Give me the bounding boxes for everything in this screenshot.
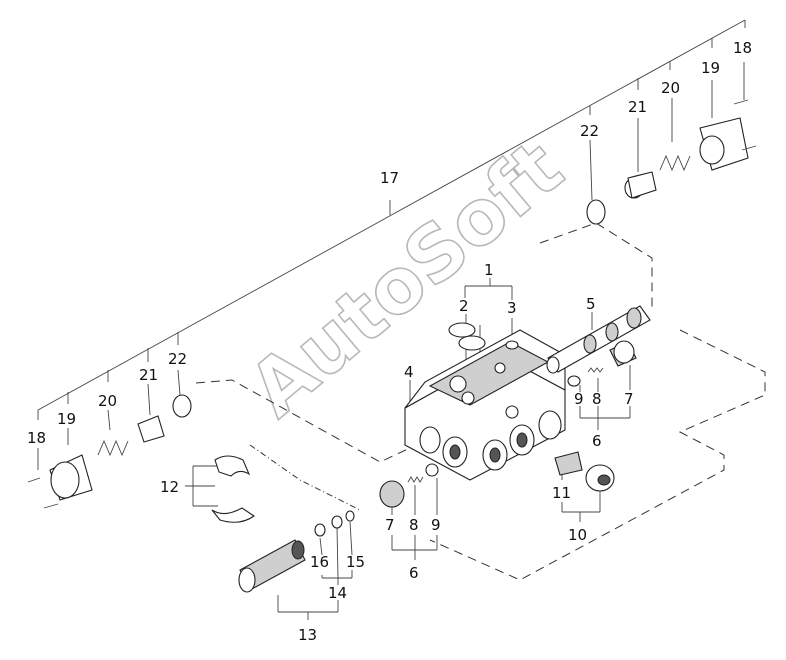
seal-2a	[448, 322, 476, 338]
label-18-right: 18	[733, 39, 752, 57]
label-17: 17	[380, 169, 399, 187]
label-19-right: 19	[701, 59, 720, 77]
check-valve-right	[567, 340, 637, 387]
label-20-right: 20	[661, 79, 680, 97]
label-22-left: 22	[168, 350, 187, 368]
leader-lines	[37, 19, 746, 620]
bracket-lower	[211, 507, 255, 523]
end-cap-right	[586, 99, 757, 225]
label-22-right: 22	[580, 122, 599, 140]
label-14: 14	[328, 584, 347, 602]
label-12: 12	[160, 478, 179, 496]
check-valve-lower	[379, 463, 439, 508]
label-2: 2	[459, 297, 469, 315]
label-19-left: 19	[57, 410, 76, 428]
label-6-lower: 6	[409, 564, 419, 582]
label-16: 16	[310, 553, 329, 571]
bracket-upper	[214, 455, 251, 477]
label-13: 13	[298, 626, 317, 644]
spool	[546, 305, 651, 374]
plug-assembly	[554, 451, 615, 492]
label-3: 3	[507, 299, 517, 317]
relief-valve	[238, 510, 355, 593]
callout-labels: 1 2 3 4 5 6 6 7 7 8 8 9 9 10 11 12 13 14…	[27, 39, 752, 644]
valve-body	[404, 329, 566, 481]
label-6-right: 6	[592, 432, 602, 450]
label-21-right: 21	[628, 98, 647, 116]
label-9-right: 9	[574, 390, 584, 408]
label-9-lower: 9	[431, 516, 441, 534]
label-8-right: 8	[592, 390, 602, 408]
label-15: 15	[346, 553, 365, 571]
label-21-left: 21	[139, 366, 158, 384]
label-7-lower: 7	[385, 516, 395, 534]
label-5: 5	[586, 295, 596, 313]
label-10: 10	[568, 526, 587, 544]
seal-3	[505, 340, 519, 350]
label-7-right: 7	[624, 390, 634, 408]
end-cap-left	[27, 394, 192, 509]
label-8-lower: 8	[409, 516, 419, 534]
label-11: 11	[552, 484, 571, 502]
label-18-left: 18	[27, 429, 46, 447]
label-1: 1	[484, 261, 494, 279]
label-4: 4	[404, 363, 414, 381]
seal-2b	[458, 335, 486, 351]
label-20-left: 20	[98, 392, 117, 410]
